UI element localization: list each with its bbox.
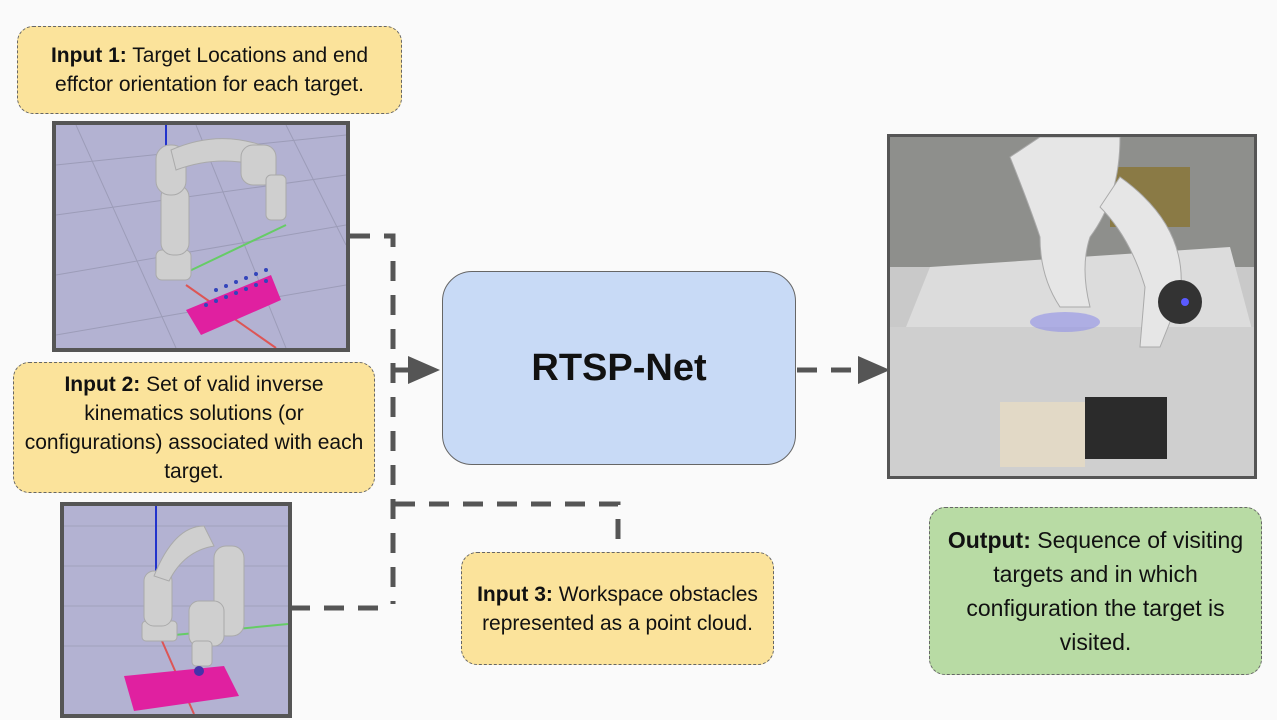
arrowhead-to-core: [408, 356, 440, 384]
input-1-note: Input 1: Target Locations and end effcto…: [17, 26, 402, 114]
real-robot-photo: [887, 134, 1257, 479]
input-3-text: Workspace obstacles represented as a poi…: [482, 582, 758, 635]
simulation-ik-configuration-image: [60, 502, 292, 718]
simulation-targets-image: [52, 121, 350, 352]
rtsp-net-block: RTSP-Net: [442, 271, 796, 465]
rtsp-net-title: RTSP-Net: [531, 346, 707, 389]
output-label: Output:: [947, 527, 1031, 553]
input-3-note: Input 3: Workspace obstacles represented…: [461, 552, 774, 665]
input-2-label: Input 2:: [64, 372, 141, 396]
output-text: Sequence of visiting targets and in whic…: [966, 527, 1244, 655]
input-1-label: Input 1:: [50, 44, 127, 67]
input-2-note: Input 2: Set of valid inverse kinematics…: [13, 362, 375, 493]
input-2-text: Set of valid inverse kinematics solution…: [24, 372, 364, 483]
output-note: Output: Sequence of visiting targets and…: [929, 507, 1262, 675]
arrowhead-to-output: [858, 356, 890, 384]
input-1-text: Target Locations and end effctor orienta…: [55, 44, 369, 96]
input-3-label: Input 3:: [477, 582, 553, 606]
connector-input3: [395, 501, 621, 550]
